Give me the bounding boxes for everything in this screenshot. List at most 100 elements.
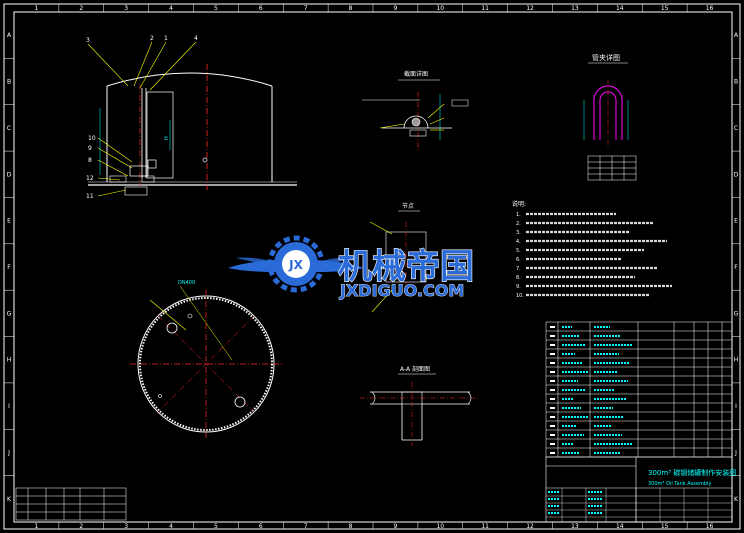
- revision-table: [15, 487, 127, 521]
- row-mark-right: A: [734, 32, 739, 39]
- tee-title: A-A 剖面图: [400, 365, 430, 373]
- row-mark-right: K: [734, 496, 739, 503]
- tee-section: A-A 剖面图: [360, 365, 480, 446]
- col-mark-top: 3: [124, 5, 128, 12]
- col-mark-bottom: 12: [526, 523, 534, 530]
- col-mark-top: 2: [79, 5, 83, 12]
- col-mark-top: 15: [661, 5, 669, 12]
- plan-outer-ring: [139, 297, 273, 431]
- row-mark-left: J: [7, 449, 10, 456]
- row-mark-left: I: [8, 403, 10, 410]
- note-number: 7.: [516, 266, 521, 272]
- row-mark-left: H: [7, 357, 12, 364]
- row-mark-right: E: [734, 218, 738, 225]
- note-number: 1.: [516, 212, 521, 218]
- note-number: 10.: [516, 293, 524, 299]
- row-mark-right: C: [734, 125, 738, 132]
- note-number: 3.: [516, 230, 521, 236]
- callout-3: 3: [86, 37, 90, 44]
- note-number: 2.: [516, 221, 521, 227]
- col-mark-bottom: 7: [304, 523, 308, 530]
- col-mark-bottom: 14: [616, 523, 624, 530]
- col-mark-top: 9: [394, 5, 398, 12]
- svg-text:H: H: [164, 136, 170, 140]
- watermark-logo: JX 机械帝国 JXDIGUO.COM: [228, 235, 475, 300]
- row-mark-right: G: [734, 310, 739, 317]
- col-mark-top: 10: [436, 5, 444, 12]
- note-number: 5.: [516, 248, 521, 254]
- row-mark-left: C: [7, 125, 11, 132]
- pipe-clamp-title: 管夹详图: [592, 53, 620, 62]
- col-mark-bottom: 8: [349, 523, 353, 530]
- row-markers: A A B B C C D D E E F F G G H H I I J J K K: [4, 32, 740, 503]
- row-mark-right: J: [734, 449, 737, 456]
- col-mark-top: 12: [526, 5, 534, 12]
- col-mark-top: 11: [481, 5, 489, 12]
- row-mark-right: B: [734, 79, 738, 86]
- parts-list-table: [545, 321, 733, 458]
- note-number: 8.: [516, 275, 521, 281]
- callout-1: 1: [164, 35, 168, 42]
- plan-dim-label: DN400: [178, 280, 195, 286]
- col-mark-bottom: 2: [79, 523, 83, 530]
- col-mark-bottom: 11: [481, 523, 489, 530]
- tank-elevation: H 3 2 1 4 10 9 8 12 11: [86, 35, 297, 200]
- side-label-10: 10: [88, 135, 96, 142]
- col-mark-top: 4: [169, 5, 173, 12]
- row-mark-right: H: [734, 357, 739, 364]
- col-mark-bottom: 9: [394, 523, 398, 530]
- title-sub: 300m³ Oil Tank Assembly: [648, 481, 711, 487]
- title-main: 300m³ 碳钢储罐制作安装图: [648, 468, 736, 477]
- side-label-11: 11: [86, 193, 94, 200]
- col-mark-bottom: 6: [259, 523, 263, 530]
- col-mark-bottom: 1: [35, 523, 39, 530]
- section-title: 截面详图: [404, 70, 428, 78]
- row-mark-right: I: [735, 403, 737, 410]
- notes-title: 说明:: [512, 200, 526, 208]
- note-number: 6.: [516, 257, 521, 263]
- col-mark-top: 1: [35, 5, 39, 12]
- tank-plan-view: DN400: [130, 280, 284, 438]
- logo-letters: JX: [288, 258, 303, 272]
- row-mark-right: D: [734, 171, 739, 178]
- side-label-12: 12: [86, 175, 94, 182]
- row-mark-left: K: [7, 496, 12, 503]
- callout-2: 2: [150, 35, 154, 42]
- note-number: 9.: [516, 284, 521, 290]
- row-mark-right: F: [734, 264, 738, 271]
- col-mark-bottom: 13: [571, 523, 579, 530]
- row-mark-left: E: [7, 218, 11, 225]
- col-mark-top: 14: [616, 5, 624, 12]
- title-block: 300m³ 碳钢储罐制作安装图 300m³ Oil Tank Assembly: [545, 456, 736, 523]
- logo-cn: 机械帝国: [338, 247, 474, 287]
- logo-en: JXDIGUO.COM: [339, 281, 464, 300]
- nozzle-detail: 节点: [369, 202, 427, 313]
- col-mark-top: 6: [259, 5, 263, 12]
- row-mark-left: D: [7, 171, 12, 178]
- general-notes: 说明: 1. 2. 3. 4. 5. 6. 7. 8. 9. 10.: [512, 200, 672, 299]
- col-mark-bottom: 10: [436, 523, 444, 530]
- row-mark-left: G: [7, 310, 12, 317]
- note-number: 4.: [516, 239, 521, 245]
- column-markers: 1122334455667788991010111112121313141415…: [35, 4, 714, 530]
- callout-4: 4: [194, 35, 198, 42]
- col-mark-bottom: 16: [706, 523, 714, 530]
- col-mark-top: 8: [349, 5, 353, 12]
- col-mark-bottom: 3: [124, 523, 128, 530]
- col-mark-bottom: 5: [214, 523, 218, 530]
- row-mark-left: A: [7, 32, 12, 39]
- row-mark-left: F: [7, 264, 11, 271]
- col-mark-bottom: 15: [661, 523, 669, 530]
- col-mark-top: 13: [571, 5, 579, 12]
- row-mark-left: B: [7, 79, 11, 86]
- side-label-8: 8: [88, 157, 92, 164]
- col-mark-bottom: 4: [169, 523, 173, 530]
- pipe-clamp-detail: 管夹详图: [583, 53, 637, 181]
- col-mark-top: 5: [214, 5, 218, 12]
- col-mark-top: 7: [304, 5, 308, 12]
- small-detail-title: 节点: [402, 202, 414, 210]
- col-mark-top: 16: [706, 5, 714, 12]
- side-label-9: 9: [88, 145, 92, 152]
- section-detail: 截面详图: [362, 70, 469, 150]
